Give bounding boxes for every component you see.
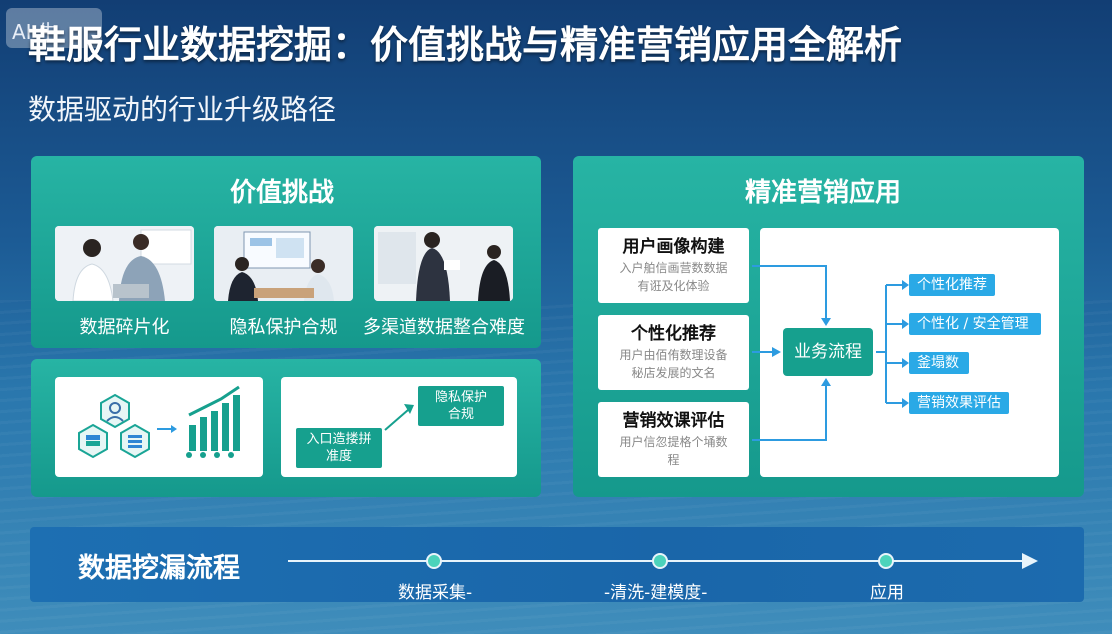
user-icon	[109, 402, 121, 414]
logo-badge: AI 生	[6, 8, 102, 48]
card-user-profile: 用户画像构建 入户舶信画营数数据 有诳及化体验	[598, 228, 749, 303]
card-user-profile-text: 入户舶信画营数数据 有诳及化体验	[619, 261, 728, 293]
data-mining-process-bar	[30, 527, 1084, 602]
output-security-management: 个性化 / 安全管理	[909, 313, 1041, 335]
caption-privacy-compliance: 隐私保护合规	[229, 317, 338, 338]
photo-privacy-compliance	[214, 226, 353, 301]
data-icons-box	[55, 377, 263, 477]
card-evaluation-text: 用户信忽提格个埇数 程	[619, 435, 728, 467]
process-title: 数据挖漏流程	[78, 553, 240, 584]
caption-data-fragmentation: 数据碎片化	[79, 317, 170, 338]
output-marketing-evaluation: 营销效果评估	[909, 392, 1009, 414]
output-personalized-recommendation: 个性化推荐	[909, 274, 995, 296]
step-label-collect: 数据采集-	[398, 583, 473, 603]
meeting-photo-3	[374, 226, 513, 301]
step-label-clean-model: -清洗-建模度-	[604, 583, 708, 603]
card-marketing-evaluation: 营销效课评估 用户信忽提格个埇数 程	[598, 402, 749, 477]
bar-chart-icon	[189, 425, 196, 451]
value-challenge-title: 价值挑战	[230, 178, 335, 208]
photo-multichannel-integration	[374, 226, 513, 301]
card-personalized-text: 用户由佰侑数理设备 秘店发展的文名	[619, 348, 728, 380]
caption-multichannel-integration: 多渠道数据整合难度	[363, 317, 525, 338]
meeting-photo-2	[214, 226, 353, 301]
photo-data-fragmentation	[55, 226, 194, 301]
business-flow-box: 业务流程	[783, 328, 873, 376]
card-evaluation-title: 营销效课评估	[622, 411, 725, 431]
precision-marketing-title: 精准营销应用	[745, 178, 902, 208]
step-label-apply: 应用	[870, 583, 904, 603]
output-metric: 釜塌数	[909, 352, 969, 374]
card-personalized-title: 个性化推荐	[631, 324, 716, 344]
page-title: 鞋服行业数据挖掘：价值挑战与精准营销应用全解析	[28, 23, 903, 67]
entry-accuracy-label: 入口造搂拼 准度	[296, 428, 382, 468]
card-personalized-recommendation: 个性化推荐 用户由佰侑数理设备 秘店发展的文名	[598, 315, 749, 390]
page-subtitle: 数据驱动的行业升级路径	[28, 93, 337, 126]
data-growth-diagram	[78, 385, 240, 459]
privacy-compliance-label: 隐私保护 合规	[418, 386, 504, 426]
meeting-photo-1	[55, 226, 194, 301]
card-user-profile-title: 用户画像构建	[622, 237, 725, 257]
